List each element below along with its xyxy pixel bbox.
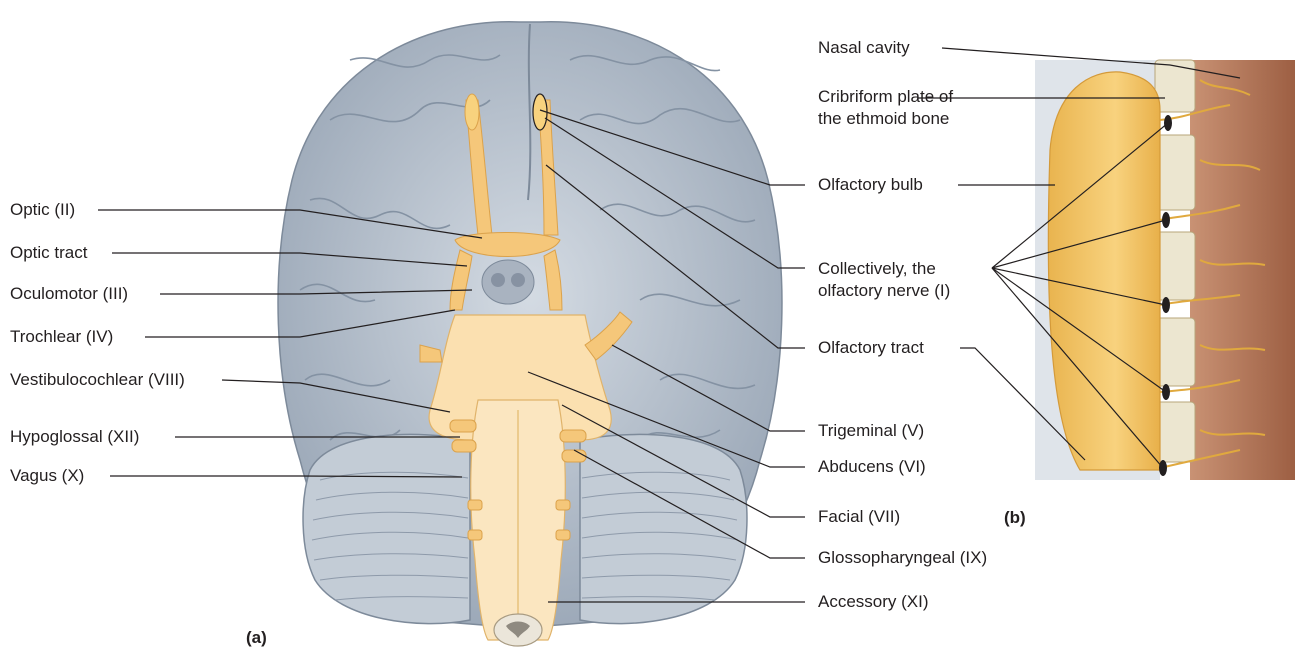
label-trochlear: Trochlear (IV) [10, 327, 113, 347]
brain-inferior-view [278, 22, 782, 646]
mammillary-region [482, 260, 534, 304]
label-oculomotor: Oculomotor (III) [10, 284, 128, 304]
label-vagus: Vagus (X) [10, 466, 84, 486]
label-optic: Optic (II) [10, 200, 75, 220]
olfactory-bulb-left [465, 94, 479, 130]
olfactory-detail [1035, 60, 1295, 480]
label-hypoglossal: Hypoglossal (XII) [10, 427, 139, 447]
panel-label-b: (b) [1004, 508, 1026, 528]
olfactory-bulb-detail [1048, 72, 1160, 470]
label-olfactory-nerve: Collectively, the olfactory nerve (I) [818, 258, 1003, 302]
label-vestibulocochlear: Vestibulocochlear (VIII) [10, 370, 185, 390]
label-optic-tract: Optic tract [10, 243, 87, 263]
label-trigeminal: Trigeminal (V) [818, 421, 924, 441]
panel-label-a: (a) [246, 628, 267, 648]
label-olfactory-bulb: Olfactory bulb [818, 175, 923, 195]
label-abducens: Abducens (VI) [818, 457, 926, 477]
label-accessory: Accessory (XI) [818, 592, 929, 612]
label-olfactory-tract: Olfactory tract [818, 338, 924, 358]
label-nasal-cavity: Nasal cavity [818, 38, 910, 58]
label-glossopharyngeal: Glossopharyngeal (IX) [818, 548, 987, 568]
label-facial: Facial (VII) [818, 507, 900, 527]
label-cribriform-plate: Cribriform plate of the ethmoid bone [818, 86, 968, 130]
nasal-mucosa [1190, 60, 1295, 480]
